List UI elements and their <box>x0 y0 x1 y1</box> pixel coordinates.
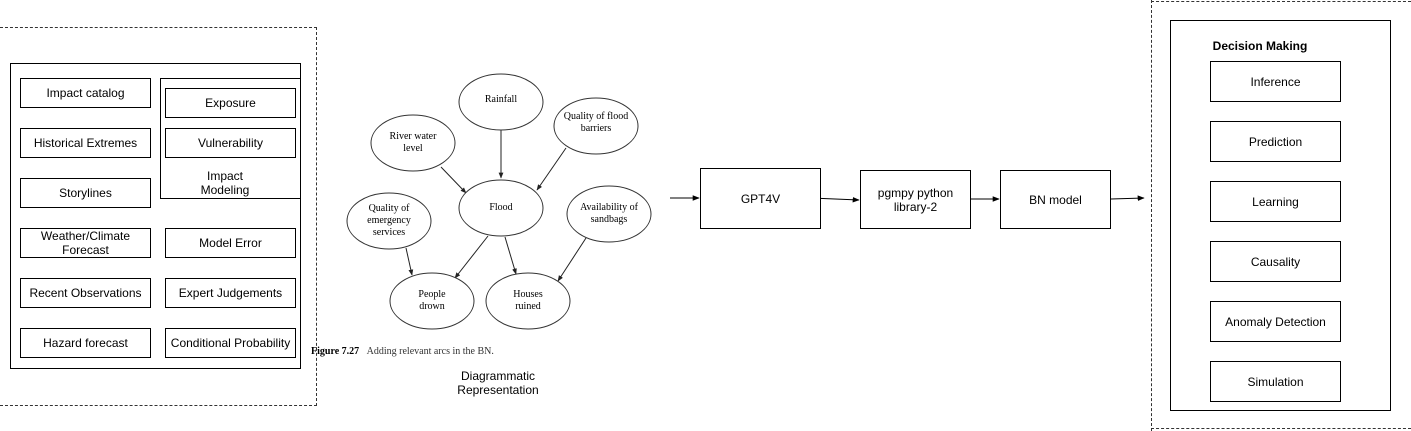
learning-label: Learning <box>1252 194 1299 209</box>
decision-inner-frame <box>1170 20 1391 411</box>
node-flood <box>458 179 544 237</box>
prediction-box[interactable]: Prediction <box>1210 121 1341 162</box>
arc-emergency-people <box>405 247 414 276</box>
node-river-label: River water level <box>389 131 437 154</box>
gpt4v-box[interactable]: GPT4V <box>700 168 821 229</box>
bn-model-label: BN model <box>1029 192 1082 207</box>
learning-box[interactable]: Learning <box>1210 181 1341 222</box>
arc-flood-people <box>454 235 489 279</box>
model-error-box[interactable]: Model Error <box>165 228 296 258</box>
node-sandbags-label: Availability of sandbags <box>580 202 638 225</box>
node-sandbags <box>566 185 652 243</box>
pgmpy-label: pgmpy python library-2 <box>877 185 954 214</box>
anomaly-detection-label: Anomaly Detection <box>1225 314 1326 329</box>
pgmpy-box[interactable]: pgmpy python library-2 <box>860 170 971 229</box>
node-rainfall <box>458 73 544 131</box>
conditional-probability-label: Conditional Probability <box>170 336 291 350</box>
impact-modeling-label: Impact Modeling <box>200 169 250 197</box>
conditional-probability-box[interactable]: Conditional Probability <box>165 328 296 358</box>
causality-box[interactable]: Causality <box>1210 241 1341 282</box>
left-inner-frame <box>10 63 301 369</box>
arc-sandbags-houses <box>557 237 587 282</box>
weather-forecast-label: Weather/Climate Forecast <box>40 229 131 257</box>
decision-dashed-top <box>1151 1 1411 2</box>
left-dashed-frame <box>0 27 317 406</box>
figure-caption: Figure 7.27 Adding relevant arcs in the … <box>311 346 571 357</box>
arc-barriers-flood <box>536 147 567 191</box>
node-barriers <box>553 97 639 155</box>
prediction-label: Prediction <box>1248 134 1303 149</box>
figure-number: Figure 7.27 <box>311 346 360 357</box>
weather-forecast-box[interactable]: Weather/Climate Forecast <box>20 228 151 258</box>
historical-extremes-box[interactable]: Historical Extremes <box>20 128 151 158</box>
decision-dashed-frame <box>1151 0 1411 431</box>
node-rainfall-label: Rainfall <box>484 94 518 105</box>
bn-model-box[interactable]: BN model <box>1000 170 1111 229</box>
node-emergency <box>346 192 432 250</box>
node-emergency-label: Quality of emergency services <box>367 203 411 238</box>
node-river <box>370 114 456 172</box>
impact-catalog-label: Impact catalog <box>46 86 125 100</box>
simulation-label: Simulation <box>1247 374 1304 389</box>
exposure-box[interactable]: Exposure <box>165 88 296 118</box>
node-houses <box>485 272 571 330</box>
causality-label: Causality <box>1250 254 1301 269</box>
inference-box[interactable]: Inference <box>1210 61 1341 102</box>
impact-catalog-box[interactable]: Impact catalog <box>20 78 151 108</box>
gpt4v-label: GPT4V <box>740 191 781 206</box>
storylines-label: Storylines <box>59 186 112 200</box>
expert-judgements-box[interactable]: Expert Judgements <box>165 278 296 308</box>
decision-dashed-bottom <box>1151 428 1411 429</box>
arrow-bn-decision <box>1110 195 1145 201</box>
decision-title: Decision Making <box>1212 39 1308 53</box>
expert-judgements-label: Expert Judgements <box>178 286 283 300</box>
node-flood-label: Flood <box>489 202 513 213</box>
arc-river-flood <box>440 166 467 194</box>
hazard-forecast-label: Hazard forecast <box>43 336 128 350</box>
vulnerability-box[interactable]: Vulnerability <box>165 128 296 158</box>
exposure-label: Exposure <box>205 96 256 110</box>
historical-extremes-label: Historical Extremes <box>33 136 138 150</box>
recent-observations-box[interactable]: Recent Observations <box>20 278 151 308</box>
arc-flood-houses <box>504 236 517 275</box>
anomaly-detection-box[interactable]: Anomaly Detection <box>1210 301 1341 342</box>
storylines-box[interactable]: Storylines <box>20 178 151 208</box>
figure-caption-text: Adding relevant arcs in the BN. <box>366 346 494 357</box>
model-error-label: Model Error <box>199 236 262 250</box>
node-people-label: People drown <box>418 289 446 312</box>
vulnerability-label: Vulnerability <box>198 136 263 150</box>
node-houses-label: Houses ruined <box>513 289 543 312</box>
node-people <box>389 272 475 330</box>
impact-modeling-frame <box>160 78 301 199</box>
hazard-forecast-box[interactable]: Hazard forecast <box>20 328 151 358</box>
recent-observations-label: Recent Observations <box>29 286 142 300</box>
inference-label: Inference <box>1250 74 1301 89</box>
simulation-box[interactable]: Simulation <box>1210 361 1341 402</box>
node-barriers-label: Quality of flood barriers <box>563 111 629 134</box>
diagrammatic-representation-label: Diagrammatic Representation <box>457 369 539 397</box>
